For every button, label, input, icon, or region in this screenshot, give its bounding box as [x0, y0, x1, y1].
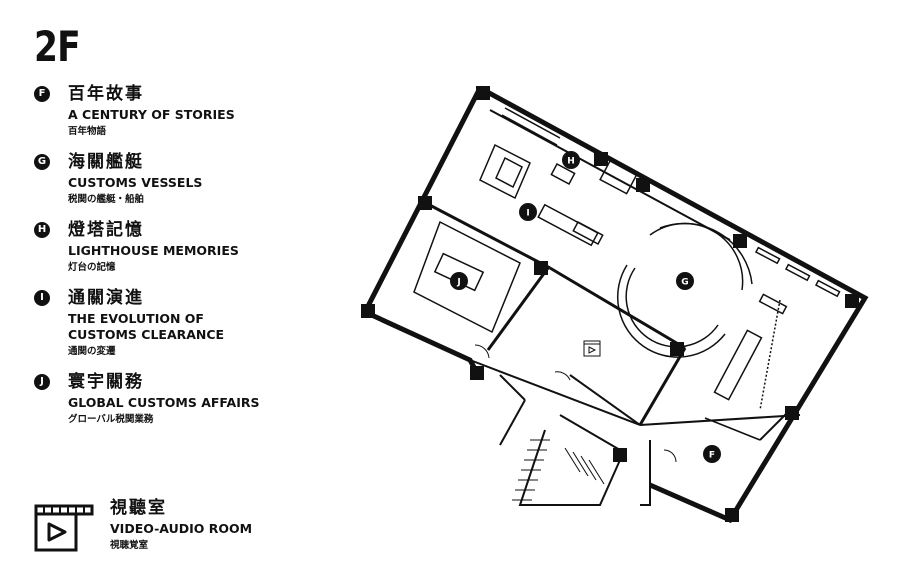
marker-i-icon: I	[34, 290, 50, 306]
plan-doors	[474, 344, 677, 463]
marker-h-icon: H	[34, 222, 50, 238]
video-ja-title: 視聴覚室	[110, 540, 149, 551]
room-g-display	[616, 222, 841, 411]
video-zh-title: 視聽室	[110, 498, 167, 518]
map-marker-f[interactable]: F	[703, 445, 721, 463]
legend-zh-title: 百年故事	[68, 84, 144, 104]
video-room-icon[interactable]	[583, 340, 601, 357]
legend-ja-title: 通関の変遷	[68, 346, 116, 357]
room-h-furniture	[479, 107, 639, 200]
legend-item-global-customs-affairs[interactable]: J 寰宇關務 GLOBAL CUSTOMS AFFAIRS グローバル税関業務	[34, 370, 334, 427]
legend-item-evolution-of-customs-clearance[interactable]: I 通關演進 THE EVOLUTION OF CUSTOMS CLEARANC…	[34, 286, 334, 359]
plan-corner-pillars	[361, 86, 859, 522]
legend-item-customs-vessels[interactable]: G 海關艦艇 CUSTOMS VESSELS 税関の艦艇・船舶	[34, 150, 334, 207]
legend-en-title: CUSTOMS VESSELS	[68, 175, 203, 190]
legend-ja-title: 百年物語	[68, 126, 107, 137]
legend-en-title-line2: CUSTOMS CLEARANCE	[68, 327, 225, 342]
room-i-displays	[537, 203, 604, 247]
legend-en-title: GLOBAL CUSTOMS AFFAIRS	[68, 395, 260, 410]
legend-zh-title: 通關演進	[68, 288, 144, 308]
legend: F 百年故事 A CENTURY OF STORIES 百年物語 G 海關艦艇 …	[34, 82, 334, 438]
marker-f-icon: F	[34, 86, 50, 102]
legend-ja-title: グローバル税関業務	[68, 414, 154, 425]
video-film-icon	[34, 504, 94, 552]
legend-en-title: A CENTURY OF STORIES	[68, 107, 235, 122]
legend-ja-title: 税関の艦艇・船舶	[68, 194, 145, 205]
marker-j-icon: J	[34, 374, 50, 390]
legend-item-century-of-stories[interactable]: F 百年故事 A CENTURY OF STORIES 百年物語	[34, 82, 334, 139]
legend-item-lighthouse-memories[interactable]: H 燈塔記憶 LIGHTHOUSE MEMORIES 灯台の記憶	[34, 218, 334, 275]
legend-zh-title: 海關艦艇	[68, 152, 144, 172]
floor-plan-map: H I J G F	[361, 85, 869, 524]
legend-zh-title: 寰宇關務	[68, 372, 144, 392]
marker-g-icon: G	[34, 154, 50, 170]
legend-item-video-audio-room[interactable]: 視聽室 VIDEO-AUDIO ROOM 視聴覚室	[34, 496, 334, 560]
marker-h-label: H	[567, 157, 575, 167]
legend-zh-title: 燈塔記憶	[68, 220, 144, 240]
map-marker-i[interactable]: I	[519, 203, 537, 221]
marker-g-label: G	[681, 278, 688, 288]
video-en-title: VIDEO-AUDIO ROOM	[110, 521, 253, 536]
legend-en-title-line1: THE EVOLUTION OF	[68, 311, 204, 326]
marker-j-label: J	[456, 278, 460, 288]
map-marker-j[interactable]: J	[450, 272, 468, 290]
floor-label: 2F	[34, 22, 81, 71]
legend-ja-title: 灯台の記憶	[68, 262, 116, 273]
map-marker-g[interactable]: G	[676, 272, 694, 290]
map-marker-h[interactable]: H	[562, 151, 580, 169]
plan-stairs	[512, 439, 605, 501]
marker-i-label: I	[526, 209, 529, 219]
marker-f-label: F	[709, 451, 715, 461]
legend-en-title: LIGHTHOUSE MEMORIES	[68, 243, 239, 258]
